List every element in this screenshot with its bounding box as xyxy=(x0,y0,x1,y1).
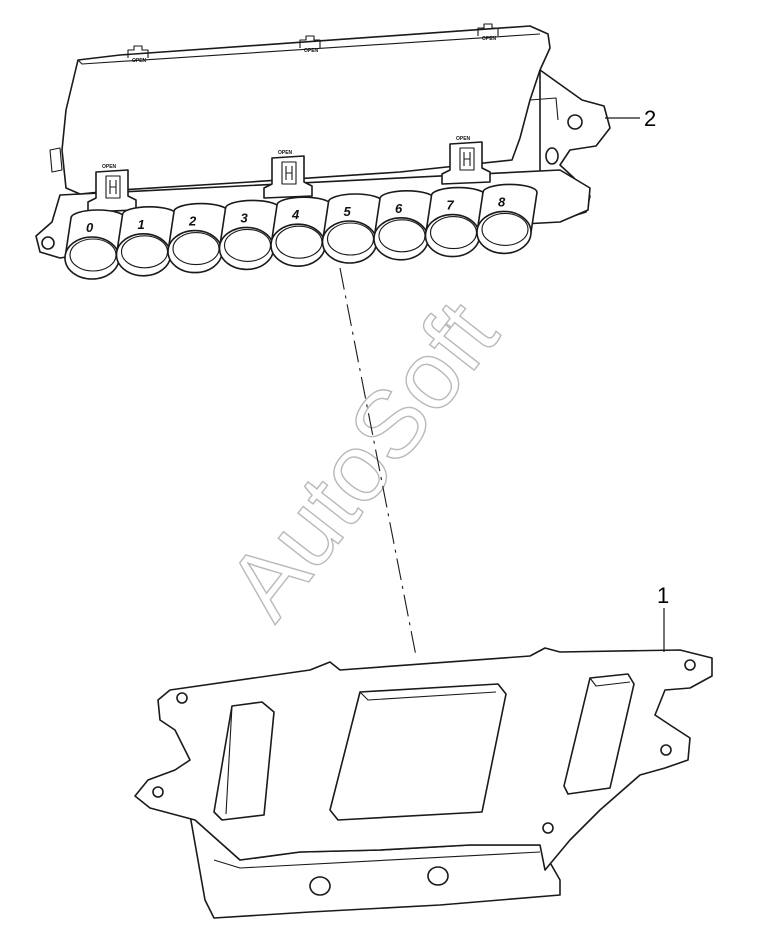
front-latch: OPEN xyxy=(441,136,491,185)
plate-corner-hole xyxy=(152,786,164,798)
bracket-hole xyxy=(567,114,583,130)
plate-right-slot xyxy=(563,673,635,795)
port-opening xyxy=(424,213,481,258)
port-number-label: 0 xyxy=(86,220,94,235)
connector-port: 2 xyxy=(167,202,229,274)
connector-port: 6 xyxy=(373,190,435,261)
top-clip: OPEN xyxy=(299,35,321,54)
plate-left-slot xyxy=(213,701,275,821)
connector-port: 5 xyxy=(321,193,384,264)
slot-edge xyxy=(589,677,631,687)
port-opening xyxy=(321,220,378,264)
port-opening xyxy=(167,229,223,274)
port-number-label: 2 xyxy=(188,214,197,229)
watermark: AutoSoft xyxy=(207,282,518,638)
connector-port: 3 xyxy=(218,199,281,271)
front-wall-hole xyxy=(427,866,449,886)
svg-text:OPEN: OPEN xyxy=(482,36,497,42)
svg-text:OPEN: OPEN xyxy=(102,164,117,170)
port-opening xyxy=(476,210,532,255)
svg-text:OPEN: OPEN xyxy=(132,58,147,64)
port-number-label: 5 xyxy=(344,204,352,219)
top-clip: OPEN xyxy=(477,23,499,42)
connector-port: 1 xyxy=(115,206,178,277)
front-wall-fold xyxy=(213,851,541,869)
port-opening xyxy=(270,223,326,267)
callout-label: 2 xyxy=(644,106,656,131)
port-number-label: 1 xyxy=(138,217,145,232)
housing-top-edge xyxy=(77,33,541,65)
assembly-centerline xyxy=(339,267,417,657)
plate-corner-hole xyxy=(684,659,696,671)
window-edge xyxy=(359,691,497,701)
housing-side-edge xyxy=(529,97,559,121)
plate-corner-hole xyxy=(542,822,554,834)
connector-port: 8 xyxy=(476,183,538,255)
plate-center-window xyxy=(329,683,507,821)
port-opening xyxy=(373,217,429,261)
plate-corner-hole xyxy=(176,692,188,704)
svg-text:OPEN: OPEN xyxy=(304,48,319,54)
callout-2: 2 xyxy=(605,106,656,131)
port-inner-rim xyxy=(481,212,529,246)
port-number-label: 7 xyxy=(447,198,455,213)
flange-hole xyxy=(41,236,55,250)
left-tab xyxy=(49,147,63,173)
callout-1: 1 xyxy=(657,583,669,652)
port-number-label: 3 xyxy=(241,210,249,225)
connector-port: 4 xyxy=(270,196,332,267)
port-opening xyxy=(218,226,275,271)
port-opening xyxy=(115,233,172,277)
front-wall-hole xyxy=(309,876,331,896)
slot-edge xyxy=(225,705,233,815)
port-number-label: 8 xyxy=(498,194,506,209)
top-clip: OPEN xyxy=(127,45,149,64)
part-2-connector-housing: OPEN OPEN OPEN OPEN OPEN xyxy=(35,23,611,280)
svg-text:OPEN: OPEN xyxy=(278,150,293,156)
bracket-hole xyxy=(545,147,559,165)
top-clips: OPEN OPEN OPEN xyxy=(127,23,499,64)
front-latches: OPEN OPEN OPEN xyxy=(87,136,491,213)
port-number-label: 6 xyxy=(395,201,403,216)
front-latch: OPEN xyxy=(263,150,313,199)
svg-text:OPEN: OPEN xyxy=(456,136,471,142)
housing-box xyxy=(61,25,551,195)
plate-corner-hole xyxy=(660,744,672,756)
connector-ports: 0 1 2 3 4 5 6 7 8 xyxy=(64,183,538,280)
connector-port: 7 xyxy=(424,186,487,258)
callout-label: 1 xyxy=(657,583,669,608)
connector-port: 0 xyxy=(64,209,126,280)
front-latch: OPEN xyxy=(87,164,137,213)
port-number-label: 4 xyxy=(291,207,300,222)
port-opening xyxy=(64,236,120,280)
part-1-mounting-plate xyxy=(134,647,713,919)
